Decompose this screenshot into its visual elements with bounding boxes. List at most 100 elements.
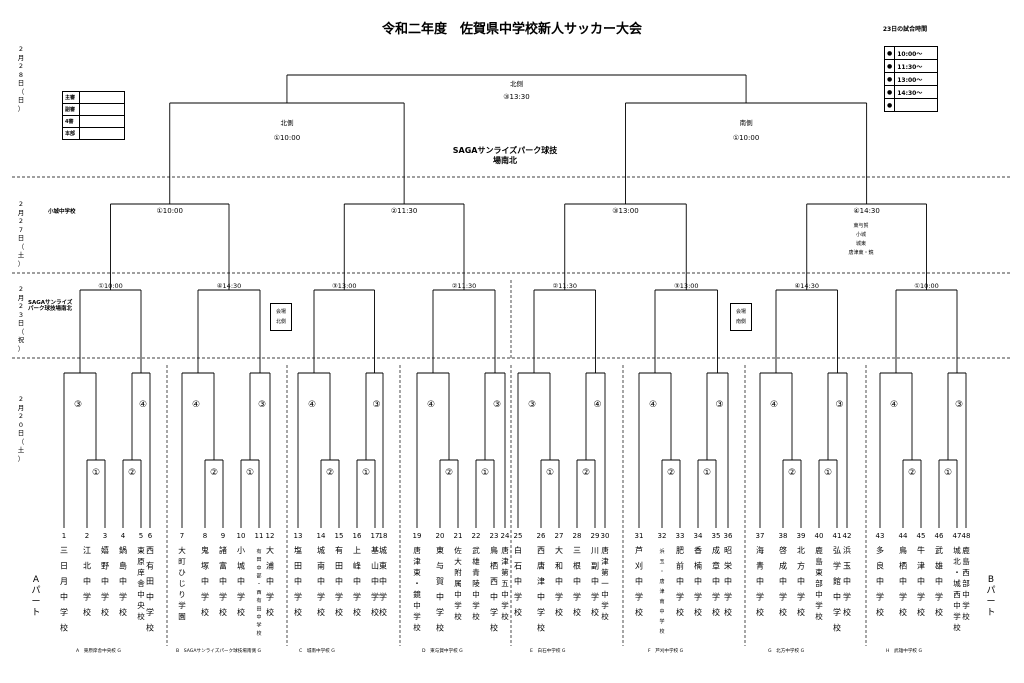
team-name-char: 武 [935,545,943,555]
r1-label: ③ [258,400,266,410]
team-name-char: 津 [537,576,545,586]
team-number: 42 [843,532,852,540]
team-name-char: 学 [436,607,444,617]
team-name-char: 校 [353,607,361,617]
sf-time: ①10:00 [274,134,300,142]
r0-label: ① [546,468,554,478]
time-slot-row: ●11:30〜 [883,59,939,73]
team-name-char: 第 [501,567,509,577]
team-name-char: 校 [490,623,498,633]
team-number: 18 [379,532,388,540]
group-label: A 東原庠舎中央校 G [76,649,121,654]
team-number: 36 [724,532,733,540]
team-name-char: 日 [60,562,68,571]
team-name-char: 大 [266,545,274,555]
team-name-char: 中 [237,576,245,586]
team-name-char: 三 [573,546,581,555]
team-name-char: 中 [379,576,387,586]
r1-label: ④ [890,400,898,410]
team-name-char: 学 [371,592,379,602]
team-number: 26 [537,532,546,540]
team-name-char: 学 [472,600,480,610]
team-name-char: 唐 [659,578,664,585]
team-name-char: 中 [591,576,599,586]
team-name-char: 学 [953,611,961,621]
team-name-char: 諸 [219,545,227,555]
venue-27-label: 小城中学校 [48,209,76,215]
team-name-char: 学 [573,592,581,602]
team-name-char: 校 [379,607,387,617]
r0-label: ② [667,468,675,478]
r1-label: ④ [649,400,657,410]
team-number: 31 [635,532,644,540]
team-name-char: 嬉 [101,545,109,555]
r1-label: ③ [955,400,963,410]
team-name-char: 有 [146,561,154,571]
team-name-char: 中 [833,592,841,602]
team-name-char: 成 [712,545,720,555]
team-name-char: 学 [413,611,421,621]
team-name-char: 校 [237,607,245,617]
team-name-char: 啓 [779,545,787,555]
team-name-char: 校 [935,607,943,617]
team-name-char: 津 [501,557,509,566]
team-name-char: 館 [833,576,841,586]
team-name-char: 小 [237,546,245,555]
team-name-char: 中 [353,576,361,586]
team-number: 17 [371,532,380,540]
team-name-char: 舎 [137,579,145,588]
team-name-char: ・ [953,568,961,577]
team-name-char: 島 [815,556,823,566]
team-number: 3 [103,532,107,540]
venue-box-name: 南側 [735,319,746,325]
team-name-char: 校 [756,607,764,617]
team-name-char: 大 [178,545,186,555]
team-name-char: 学 [833,561,841,571]
sf-label: 北側 [280,119,294,127]
team-name-char: 中 [256,613,261,620]
team-name-char: 学 [591,592,599,602]
team-name-char: 島 [962,556,970,566]
team-name-char: 中 [756,576,764,586]
team-number: 33 [676,532,685,540]
team-number: 47 [953,532,962,540]
team-name-char: 中 [537,592,545,602]
team-number: 6 [148,532,153,540]
team-name-char: 学 [815,600,823,610]
team-number: 22 [472,532,481,540]
team-name-char: 西 [256,590,261,596]
time-slot-row: ● [883,98,939,112]
team-name-char: 校 [537,623,545,633]
team-name-char: 津 [659,588,664,595]
team-number: 38 [779,532,788,540]
team-name-char: 学 [379,592,387,602]
r0-label: ② [128,468,136,478]
team-number: 25 [514,532,523,540]
team-name-char: 月 [60,577,68,586]
team-name-char: 中 [201,576,209,586]
team-name-char: 中 [573,576,581,586]
qf-time: ③13:00 [612,207,638,215]
team-name-char: 玉 [659,559,664,565]
team-name-char: 中 [256,564,261,571]
team-name-char: 中 [219,576,227,586]
r0-label: ① [362,468,370,478]
team-name-char: 楠 [694,561,702,571]
team-name-char: 中 [953,600,961,610]
team-name-char: 中 [797,576,805,586]
team-name-char: 校 [724,607,732,617]
referee-row: 4審 [62,115,125,128]
qf4-note: 唐津東・鏡 [848,250,874,256]
team-name-char: 校 [371,607,379,617]
team-name-char: 校 [573,607,581,617]
team-name-char: 中 [712,576,720,586]
team-name-char: 学 [676,592,684,602]
team-name-char: り [178,590,186,599]
team-name-char: 田 [256,557,261,563]
group-label: B SAGAサンライズパーク球技場南側 G [176,649,262,654]
page-title: 令和二年度 佐賀県中学校新人サッカー大会 [381,22,642,37]
team-number: 15 [335,532,344,540]
team-name-char: 校 [917,607,925,617]
r0-label: ② [210,468,218,478]
